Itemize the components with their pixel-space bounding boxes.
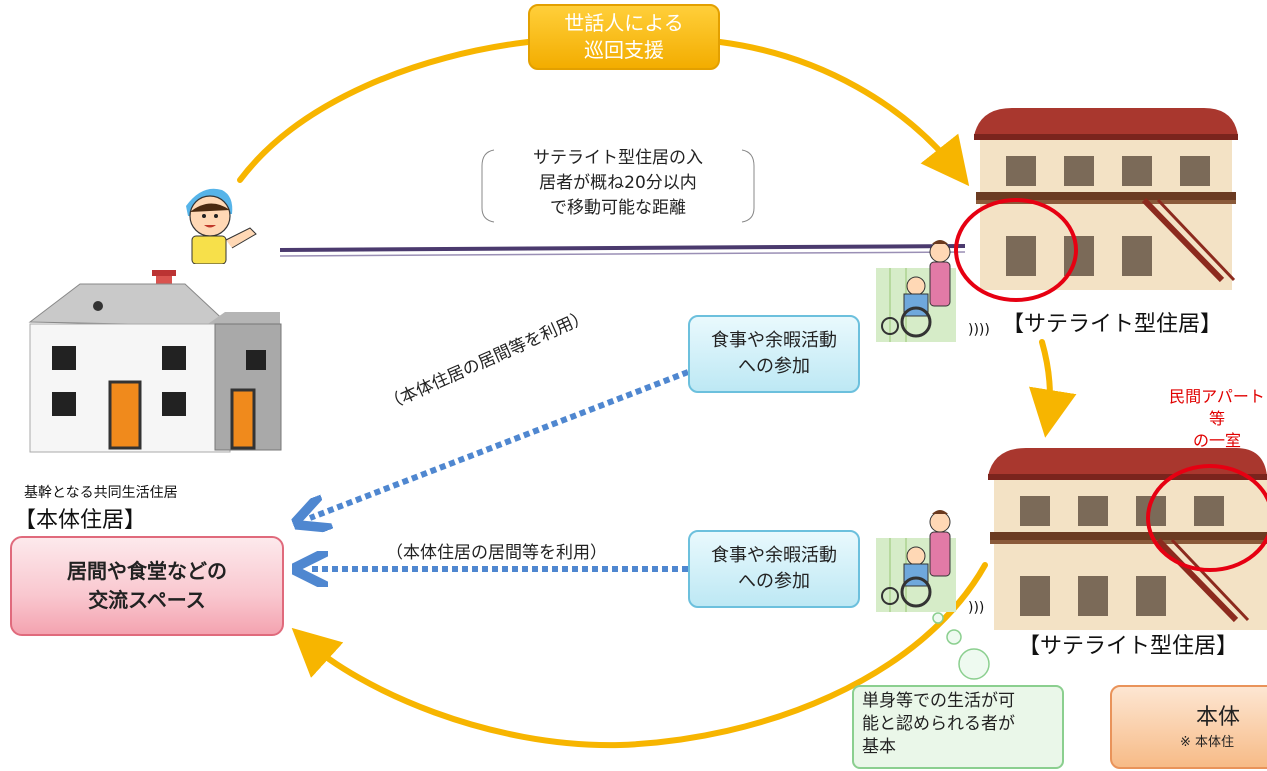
eligibility-line3: 基本 — [862, 737, 896, 757]
usage-label-bottom: （本体住居の居間等を利用） — [386, 543, 607, 563]
apartment-note: 民間アパート等 の一室 — [1162, 386, 1267, 452]
participation-box-top: 食事や余暇活動 への参加 — [688, 315, 860, 393]
satellite-label-bottom: 【サテライト型住居】 — [1018, 634, 1239, 659]
distance-line-thin — [279, 251, 966, 257]
satellite-down-arrow — [1029, 339, 1077, 438]
highlight-circle-top — [954, 198, 1078, 302]
apartment-note-line1: 民間アパート等 — [1169, 387, 1265, 428]
distance-note-line3: で移動可能な距離 — [550, 198, 686, 218]
thought-bubble-large — [958, 648, 990, 680]
distance-note-line2: 居者が概ね20分以内 — [539, 173, 697, 193]
participation-top-line2: への参加 — [738, 356, 810, 377]
apartment-icon — [974, 108, 1238, 290]
apartment-note-line2: の一室 — [1192, 431, 1241, 450]
distance-line-main — [279, 244, 966, 252]
sound-waves-top: )))) — [968, 322, 990, 338]
common-space-line1: 居間や食堂などの — [67, 559, 227, 583]
highlight-circle-bottom — [1146, 464, 1267, 572]
main-residence-caption: 基幹となる共同生活住居 — [24, 485, 178, 501]
wheelchair-icon — [876, 510, 956, 612]
sound-waves-bottom: ))) — [968, 600, 985, 616]
dotted-arrow-top — [310, 369, 690, 518]
common-space-line2: 交流スペース — [88, 588, 206, 612]
eligibility-line2: 能と認められる者が — [862, 714, 1015, 734]
wheelchair-icon — [876, 240, 956, 342]
support-return-arc — [291, 562, 988, 749]
eligibility-line1: 単身等での生活が可 — [862, 691, 1015, 711]
orange-box-title: 本体 — [1196, 705, 1241, 730]
participation-bottom-line1: 食事や余暇活動 — [711, 545, 837, 566]
thought-bubble-mid — [946, 629, 962, 645]
distance-note-line1: サテライト型住居の入 — [533, 148, 703, 168]
satellite-label-top: 【サテライト型住居】 — [1002, 312, 1223, 337]
common-space-box: 居間や食堂などの 交流スペース — [10, 536, 284, 636]
caregiver-icon — [186, 188, 257, 264]
house-icon — [28, 270, 282, 453]
support-pill-line2: 巡回支援 — [584, 38, 664, 62]
main-residence-label: 【本体住居】 — [14, 508, 147, 533]
support-arc-right — [717, 39, 970, 187]
orange-box-note: ※ 本体住 — [1180, 735, 1235, 750]
participation-bottom-line2: への参加 — [738, 571, 810, 592]
participation-top-line1: 食事や余暇活動 — [711, 330, 837, 351]
orange-box: 本体 ※ 本体住 — [1110, 685, 1267, 769]
support-pill-line1: 世話人による — [564, 11, 684, 35]
distance-note: サテライト型住居の入 居者が概ね20分以内 で移動可能な距離 — [498, 146, 738, 221]
distance-bracket-right — [741, 149, 755, 223]
eligibility-box: 単身等での生活が可 能と認められる者が 基本 — [852, 685, 1064, 769]
support-pill: 世話人による 巡回支援 — [528, 4, 720, 70]
thought-bubble-small — [932, 612, 944, 624]
participation-box-bottom: 食事や余暇活動 への参加 — [688, 530, 860, 608]
distance-bracket-left — [481, 149, 495, 223]
support-arc-left — [237, 39, 531, 183]
apartment-icon — [988, 448, 1267, 630]
